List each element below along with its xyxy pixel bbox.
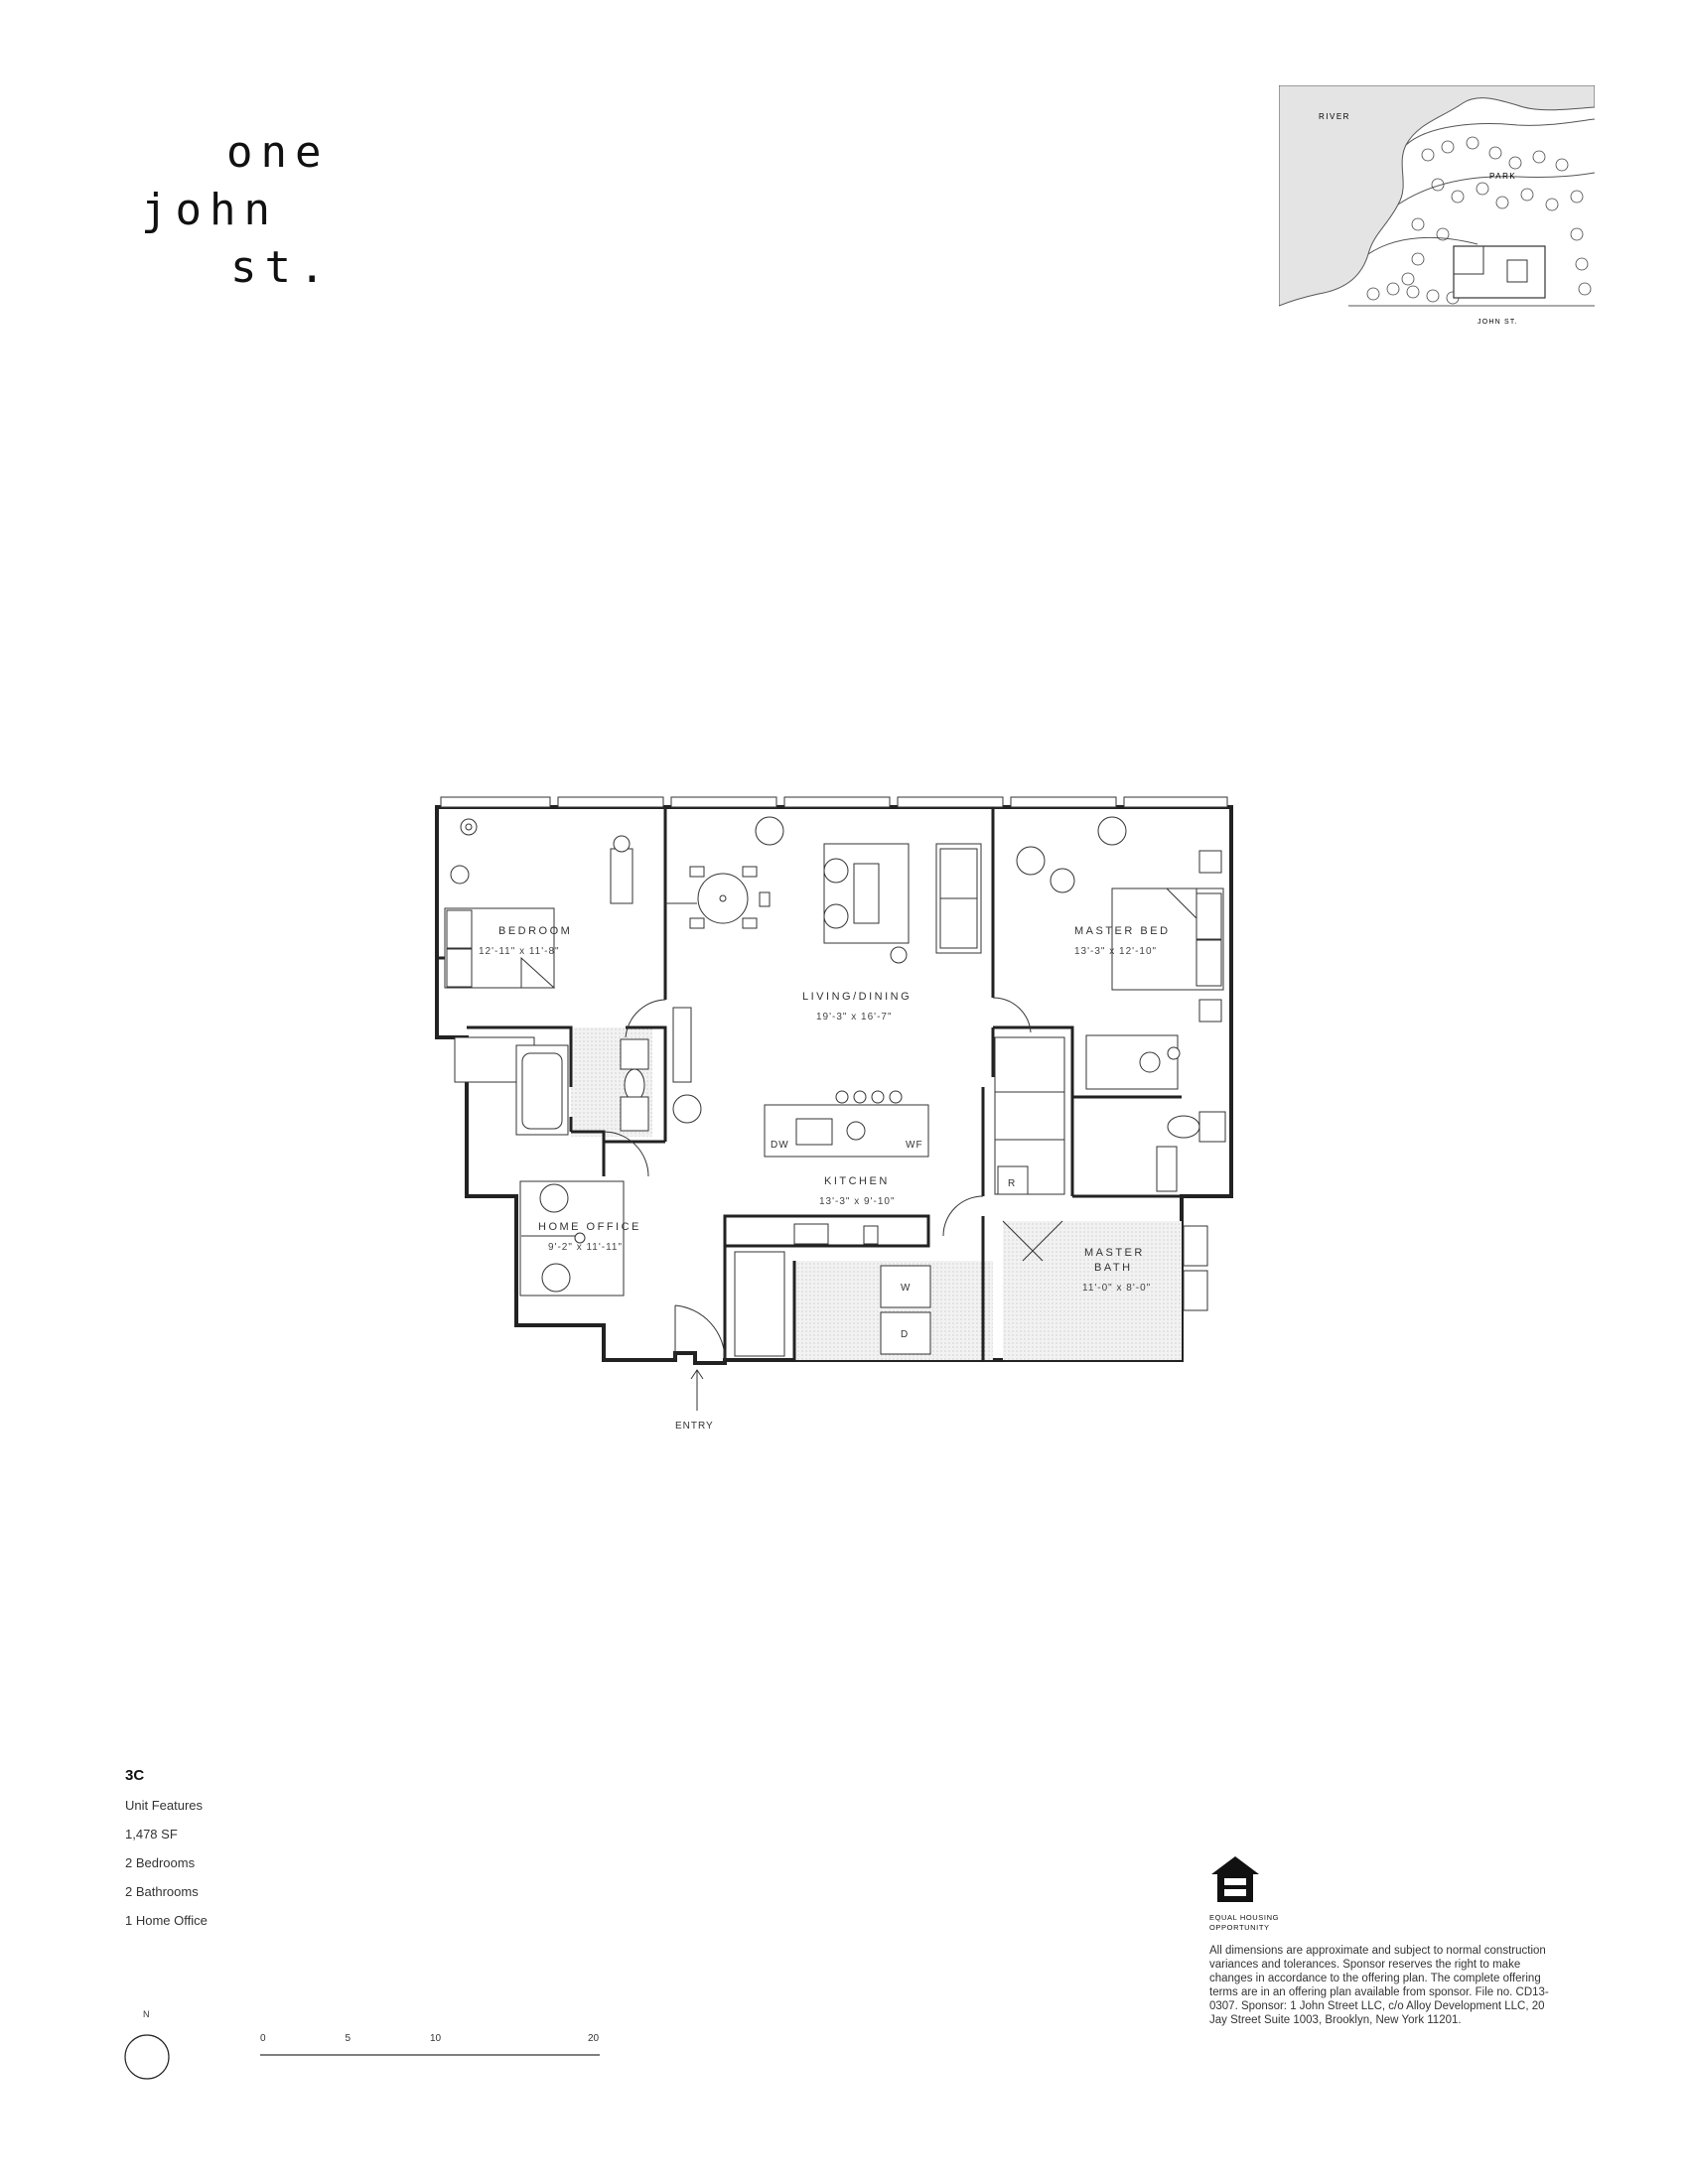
scale-label-5: 5 [346,2033,352,2044]
windows [440,796,1228,808]
entry-arrow-icon [690,1369,704,1411]
interior-walls [437,807,1182,1360]
key-map-park-label: PARK [1489,172,1516,181]
unit-features: 3C Unit Features 1,478 SF 2 Bedrooms 2 B… [125,1767,208,1942]
scale-bar: 0 5 10 20 [260,2033,600,2056]
logo-line-one: one [226,127,330,178]
north-compass: N [124,2009,170,2080]
equal-housing-house-icon [1211,1856,1259,1902]
room-dim-home-office: 9'-2" x 11'-11" [548,1242,623,1253]
room-name-living: LIVING/DINING [802,991,912,1003]
room-dim-kitchen: 13'-3" x 9'-10" [819,1196,896,1207]
key-map-street-label: JOHN ST. [1477,319,1518,326]
logo-line-st: st. [230,242,334,293]
scale-label-20: 20 [588,2033,600,2044]
master-bed-furniture [1016,816,1224,1090]
equal-housing-line2: OPPORTUNITY [1209,1923,1270,1932]
room-dim-master-bed: 13'-3" x 12'-10" [1074,946,1157,957]
logo-line-john: john [141,185,278,235]
feature-bedrooms: 2 Bedrooms [125,1855,196,1870]
room-name-bedroom: BEDROOM [498,925,572,937]
appliance-dw: DW [771,1140,789,1151]
feature-square-feet: 1,478 SF [125,1827,178,1842]
room-dim-living: 19'-3" x 16'-7" [816,1012,893,1023]
appliance-washer: W [901,1283,911,1294]
room-name-master-bath: MASTER [1084,1247,1145,1259]
feature-home-office: 1 Home Office [125,1913,208,1928]
equal-housing-line1: EQUAL HOUSING [1209,1913,1280,1922]
compass-circle-icon [124,2034,170,2080]
room-name-master-bath-2: BATH [1094,1262,1133,1274]
appliance-r: R [1008,1178,1016,1189]
scale-label-10: 10 [430,2033,442,2044]
room-name-master-bed: MASTER BED [1074,925,1171,937]
entry-label: ENTRY [675,1421,714,1432]
living-furniture [665,816,982,1124]
room-name-kitchen: KITCHEN [824,1175,890,1187]
room-dim-bedroom: 12'-11" x 11'-8" [479,946,560,957]
scale-label-0: 0 [260,2033,266,2044]
equal-housing-logo: EQUAL HOUSING OPPORTUNITY [1209,1854,1289,1933]
unit-number: 3C [125,1767,145,1784]
door-swings [603,997,1063,1361]
room-name-home-office: HOME OFFICE [538,1221,641,1233]
features-heading: Unit Features [125,1798,204,1813]
appliance-wf: WF [906,1140,923,1151]
feature-bathrooms: 2 Bathrooms [125,1884,199,1899]
room-dim-master-bath: 11'-0" x 8'-0" [1082,1283,1151,1294]
key-map-river-label: RIVER [1319,112,1350,121]
home-office-furniture [519,1180,625,1297]
site-key-map: RIVER PARK JOHN ST. [1279,85,1595,334]
bath-fixtures [515,1038,1226,1311]
legal-disclaimer: All dimensions are approximate and subje… [1209,1945,1549,2026]
kitchen-fixtures [734,1036,1065,1357]
floor-plan: BEDROOM 12'-11" x 11'-8" LIVING/DINING 1… [435,796,1233,1432]
master-bath-tile-floor [1003,1221,1182,1360]
appliance-dryer: D [901,1329,909,1340]
compass-north-label: N [143,2009,150,2019]
